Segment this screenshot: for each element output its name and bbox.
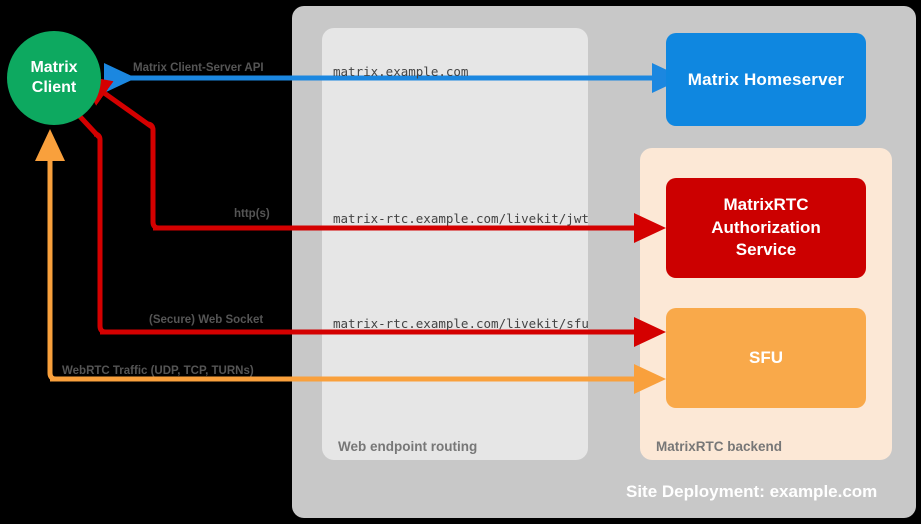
matrix-homeserver-label: Matrix Homeserver bbox=[687, 69, 845, 89]
matrixrtc-authorization-service-node[interactable]: MatrixRTC Authorization Service bbox=[666, 178, 866, 278]
web-endpoint-routing-label: Web endpoint routing bbox=[338, 439, 478, 454]
connection-label-http: http(s) bbox=[234, 208, 270, 220]
web-endpoint-routing-panel bbox=[322, 28, 588, 460]
connection-label-webrtc: WebRTC Traffic (UDP, TCP, TURNs) bbox=[62, 365, 254, 377]
sfu-node[interactable]: SFU bbox=[666, 308, 866, 408]
site-deployment-label: Site Deployment: example.com bbox=[626, 482, 878, 501]
sfu-label: SFU bbox=[749, 348, 783, 367]
connection-webrtc bbox=[35, 129, 666, 394]
matrix-client-node[interactable]: Matrix Client bbox=[7, 31, 101, 125]
connection-jwt bbox=[78, 74, 666, 243]
matrixrtc-backend-label: MatrixRTC backend bbox=[656, 439, 783, 454]
matrix-client-label: Matrix Client bbox=[30, 59, 78, 96]
matrixrtc-authorization-service-label: MatrixRTC Authorization Service bbox=[711, 195, 821, 260]
endpoint-url-homeserver: matrix.example.com bbox=[333, 64, 469, 79]
endpoint-url-sfu: matrix-rtc.example.com/livekit/sfu bbox=[333, 316, 589, 331]
endpoint-url-jwt: matrix-rtc.example.com/livekit/jwt bbox=[333, 211, 589, 226]
connection-label-websocket: (Secure) Web Socket bbox=[149, 314, 264, 326]
connection-label-cs-api: Matrix Client-Server API bbox=[133, 62, 264, 74]
matrix-homeserver-node[interactable]: Matrix Homeserver bbox=[666, 33, 866, 126]
